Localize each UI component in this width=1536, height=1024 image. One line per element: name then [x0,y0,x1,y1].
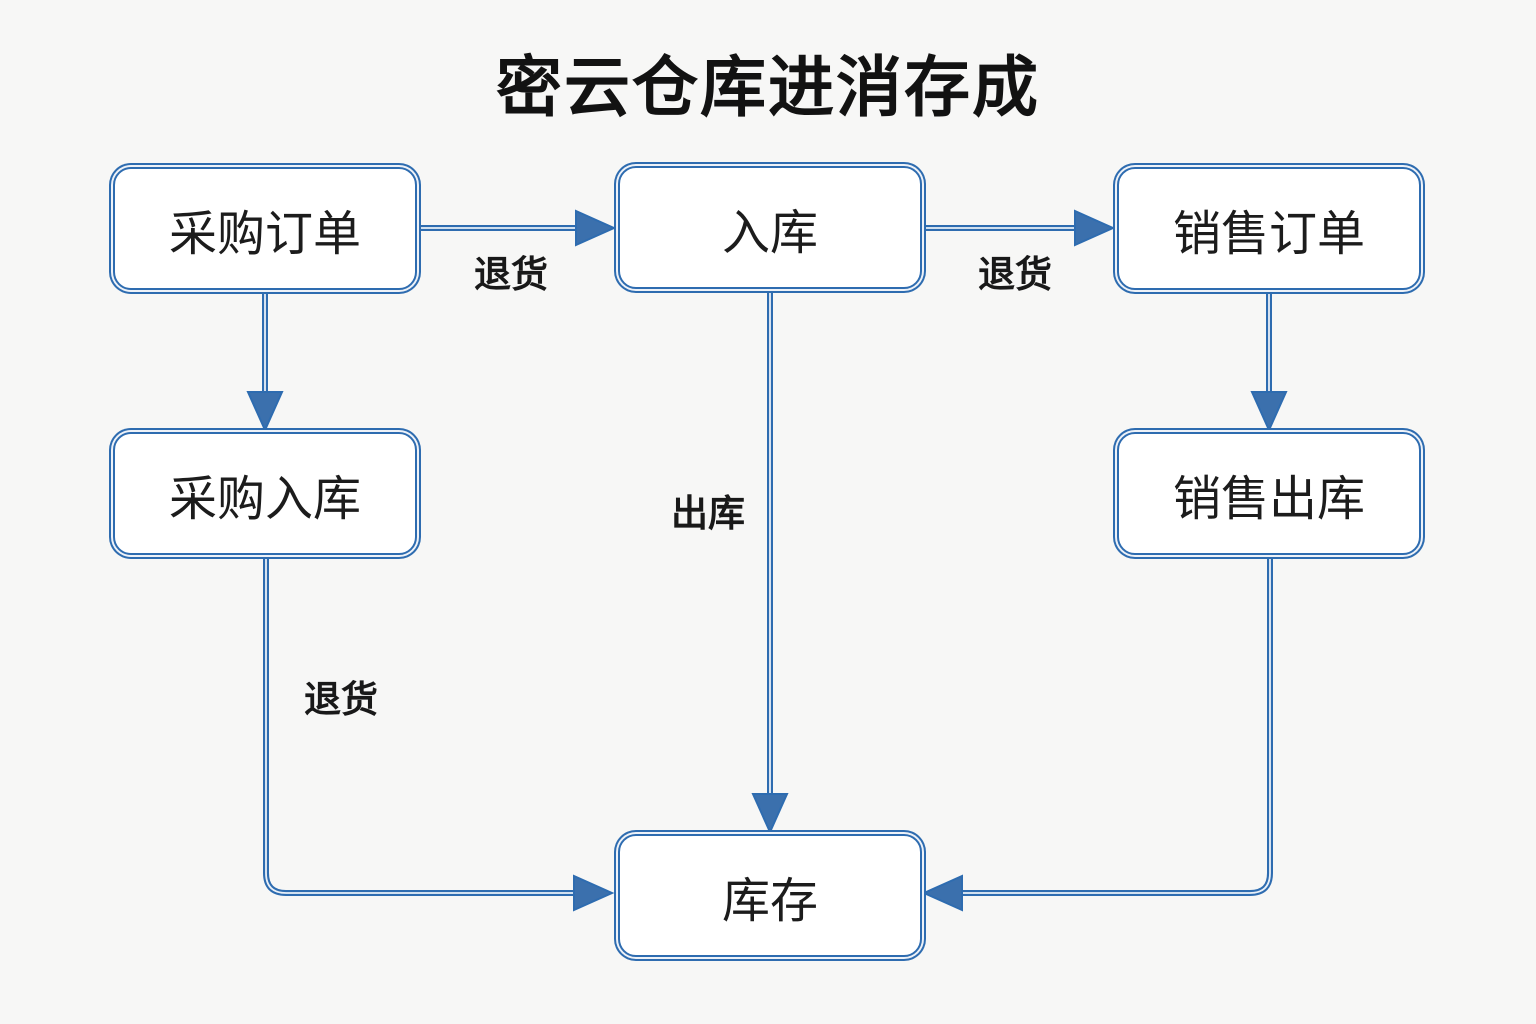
edge-inbound-to-inventory [751,289,789,835]
arrowhead-down-icon [246,391,284,433]
arrowhead-left-icon [921,874,963,912]
node-inbound: 入库 [618,166,922,289]
edge-purchase-order-to-purchase-inbound [246,290,284,433]
edge-label-return: 退货 [304,679,378,720]
node-purchase-order: 采购订单 [113,167,417,290]
arrowhead-down-icon [1250,391,1288,433]
node-label: 销售出库 [1172,472,1365,526]
edge-sales-outbound-to-inventory [921,555,1273,912]
edge-label-outbound: 出库 [671,493,745,534]
arrowhead-right-icon [573,874,615,912]
arrowhead-right-icon [1074,209,1116,247]
arrowhead-down-icon [751,793,789,835]
node-label: 入库 [721,206,818,260]
edge-label-return: 退货 [978,254,1052,295]
edge-sales-order-to-sales-outbound [1250,290,1288,433]
node-inventory: 库存 [618,834,922,957]
node-sales-outbound: 销售出库 [1117,432,1421,555]
diagram-title: 密云仓库进消存成 [496,50,1040,124]
edge-purchase-inbound-to-inventory [263,555,615,912]
edge-label-return: 退货 [474,254,548,295]
arrowhead-right-icon [575,209,617,247]
node-label: 采购入库 [168,472,361,526]
node-label: 销售订单 [1172,207,1365,261]
node-label: 库存 [721,874,818,928]
node-label: 采购订单 [168,207,361,261]
edge-inbound-to-sales-order [920,209,1116,247]
edge-purchase-order-to-inbound [418,209,617,247]
node-purchase-inbound: 采购入库 [113,432,417,555]
node-sales-order: 销售订单 [1117,167,1421,290]
